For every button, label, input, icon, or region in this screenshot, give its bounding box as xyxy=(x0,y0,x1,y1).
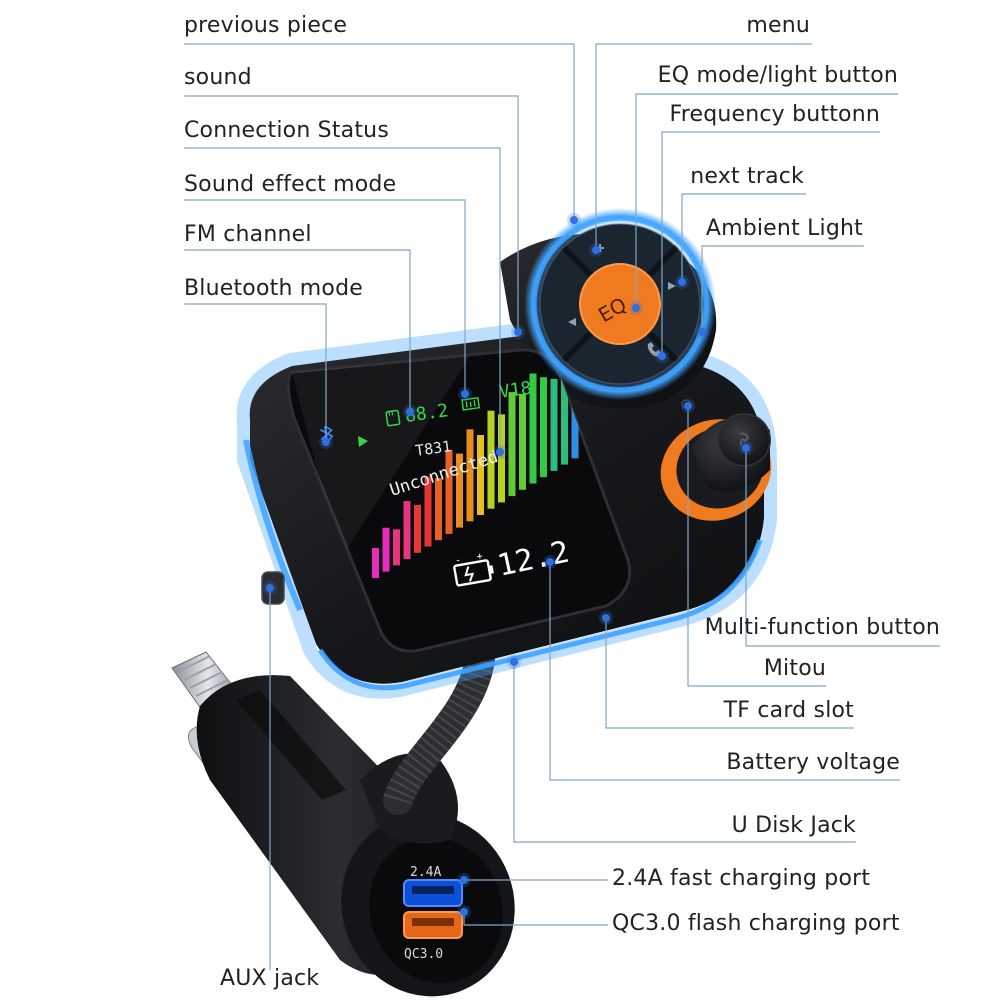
equalizer-bar xyxy=(540,377,547,478)
equalizer-bar xyxy=(487,410,495,509)
equalizer-bar xyxy=(561,358,568,465)
leader-line-mitou xyxy=(687,406,826,687)
leader-line-multi-function-button xyxy=(745,448,940,647)
leader-dot-eq-mode-light-button xyxy=(632,304,640,312)
callout-u-disk-jack: U Disk Jack xyxy=(731,813,856,838)
leader-line-qc-charging-port xyxy=(463,912,608,926)
equalizer-bar xyxy=(414,504,421,553)
play-icon xyxy=(358,436,368,447)
usb-port-qc3 xyxy=(403,911,463,939)
leader-line-battery-voltage xyxy=(549,562,900,781)
callout-qc-charging-port: QC3.0 flash charging port xyxy=(612,911,900,936)
phone-icon[interactable] xyxy=(647,342,662,357)
leader-line-ambient-light xyxy=(701,245,864,332)
equalizer-bar xyxy=(498,414,505,503)
equalizer-bar xyxy=(550,378,558,471)
equalizer-bar xyxy=(382,527,390,572)
port-bottom-label: QC3.0 xyxy=(404,947,443,962)
callout-bluetooth-mode: Bluetooth mode xyxy=(184,276,363,301)
equalizer-bar xyxy=(519,393,526,490)
leader-dot-ambient-light xyxy=(698,328,706,336)
callout-fm-channel: FM channel xyxy=(184,222,312,247)
leader-line-eq-mode-light-button xyxy=(635,93,898,308)
display-screen: 88.2 V18 T831 Unconnected - + 12.2 xyxy=(287,348,632,653)
callout-menu: menu xyxy=(746,13,810,38)
callout-next-track: next track xyxy=(690,164,804,189)
equalizer-bar xyxy=(393,529,400,566)
leader-line-connection-status xyxy=(184,147,501,452)
screen-model: T831 xyxy=(414,437,452,460)
equalizer-bar xyxy=(477,435,484,515)
leader-dot-previous-piece xyxy=(570,216,578,224)
leader-dot-u-disk-jack xyxy=(510,658,518,666)
leader-line-menu xyxy=(595,43,812,250)
battery-icon: - + xyxy=(453,551,494,587)
leader-line-tf-card-slot xyxy=(605,618,854,729)
leader-dot-sound xyxy=(514,328,522,336)
callout-connection-status: Connection Status xyxy=(184,118,389,143)
leader-dot-fm-channel xyxy=(406,408,414,416)
usb-port-2-4a xyxy=(403,879,463,907)
callout-battery-voltage: Battery voltage xyxy=(726,750,900,775)
car-charger xyxy=(171,651,515,997)
leader-dot-multi-function-button xyxy=(742,444,750,452)
gooseneck xyxy=(383,645,495,815)
leader-line-sound-effect-mode xyxy=(184,199,466,394)
callout-eq-mode-light-button: EQ mode/light button xyxy=(657,63,898,88)
previous-icon[interactable] xyxy=(568,318,576,326)
callout-previous-piece: previous piece xyxy=(184,13,348,38)
equalizer-bar xyxy=(529,373,537,484)
equalizer-bar xyxy=(372,548,379,578)
equalizer-bar xyxy=(424,476,432,547)
leader-line-next-track xyxy=(681,193,806,282)
leader-dot-fast-charging-port xyxy=(460,876,468,884)
equalizer-bar xyxy=(466,429,474,522)
callout-sound: sound xyxy=(184,65,252,90)
callout-fast-charging-port: 2.4A fast charging port xyxy=(612,866,871,891)
next-icon[interactable] xyxy=(668,282,676,290)
leader-dot-sound-effect-mode xyxy=(461,390,469,398)
leader-dot-mitou xyxy=(684,402,692,410)
leader-dot-battery-voltage xyxy=(546,558,554,566)
callout-frequency-button: Frequency buttonn xyxy=(669,102,880,127)
leader-line-bluetooth-mode xyxy=(184,303,327,442)
port-top-label: 2.4A xyxy=(410,865,441,880)
leader-dot-qc-charging-port xyxy=(460,908,468,916)
equalizer-bar xyxy=(435,478,442,541)
equalizer-bar xyxy=(445,449,453,534)
callout-sound-effect-mode: Sound effect mode xyxy=(184,172,397,197)
leader-line-frequency-button xyxy=(661,131,880,356)
callout-aux-jack: AUX jack xyxy=(220,966,320,991)
callout-multi-function-button: Multi-function button xyxy=(704,615,940,640)
callout-mitou: Mitou xyxy=(763,656,826,681)
eq-button[interactable]: EQ xyxy=(579,263,661,345)
equalizer-bar xyxy=(508,392,516,497)
leader-dot-tf-card-slot xyxy=(602,614,610,622)
leader-line-u-disk-jack xyxy=(513,662,856,843)
equalizer-bar xyxy=(456,453,463,528)
leader-dot-aux-jack xyxy=(266,584,274,592)
equalizer-bar xyxy=(403,501,411,560)
screen-volume: V18 xyxy=(498,378,533,403)
callout-tf-card-slot: TF card slot xyxy=(723,698,854,723)
svg-text:+: + xyxy=(476,551,484,563)
leader-lines xyxy=(184,43,940,970)
eq-mode-icon xyxy=(461,396,481,411)
callout-ambient-light: Ambient Light xyxy=(705,216,863,241)
leader-line-fm-channel xyxy=(184,249,411,412)
control-pad: EQ xyxy=(524,208,716,400)
leader-dot-bluetooth-mode xyxy=(322,438,330,446)
sd-card-icon xyxy=(385,409,401,427)
leader-line-previous-piece xyxy=(184,43,575,220)
leader-dot-menu xyxy=(592,246,600,254)
leader-dot-frequency-button xyxy=(658,352,666,360)
leader-line-sound xyxy=(184,95,519,332)
leader-dot-connection-status xyxy=(496,448,504,456)
leader-dot-next-track xyxy=(678,278,686,286)
svg-text:-: - xyxy=(454,555,462,567)
